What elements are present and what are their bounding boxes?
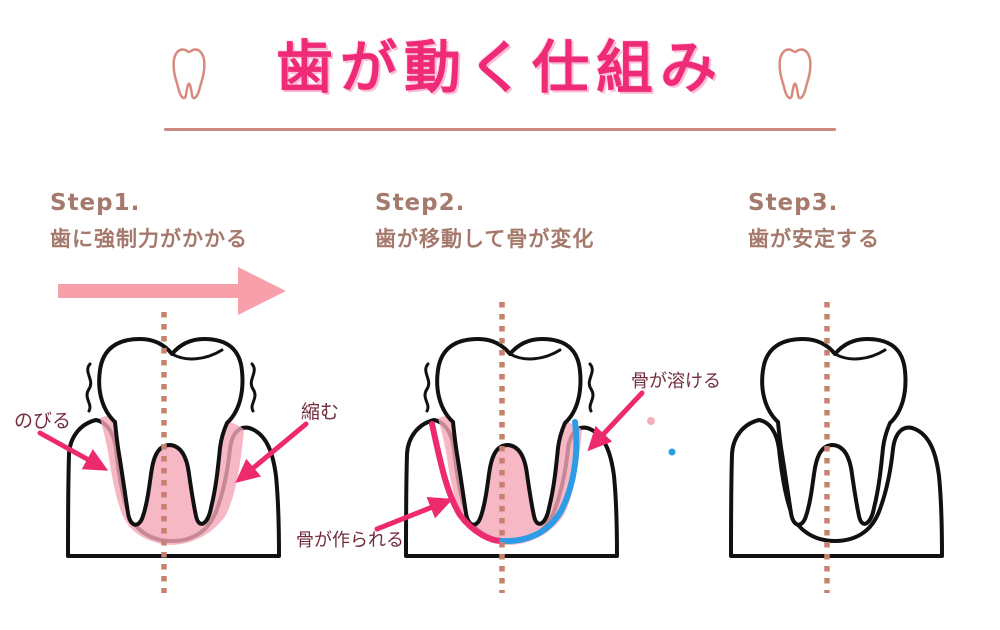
step3-caption: 歯が安定する — [748, 227, 880, 251]
bone-dissolves-pointer-arrow — [587, 390, 645, 452]
label-stretch: のびる — [14, 410, 72, 432]
tooth-diagrams — [37, 267, 944, 593]
tooth-icon — [778, 48, 812, 100]
step2-heading: Step2. 歯が移動して骨が変化 — [375, 190, 594, 253]
tooth-diagram-step3 — [729, 302, 944, 593]
bone-created-curve — [429, 421, 504, 544]
bone-dissolving-curve — [499, 419, 580, 545]
step3-heading: Step3. 歯が安定する — [748, 190, 880, 253]
step2-number: Step2. — [375, 190, 466, 216]
pink-dot — [647, 417, 655, 425]
tooth-icon — [172, 48, 206, 100]
blue-dot — [668, 448, 676, 456]
tooth-diagram-step2 — [404, 302, 619, 593]
shrink-pointer-arrow — [235, 421, 309, 483]
force-arrow — [58, 267, 286, 315]
step3-number: Step3. — [748, 190, 839, 216]
bone-created-pointer-arrow — [374, 496, 454, 532]
label-shrink: 縮む — [301, 401, 340, 423]
label-bone-created: 骨が作られる — [296, 530, 404, 551]
stretch-pointer-arrow — [37, 430, 109, 471]
tooth-diagram-step1 — [66, 312, 281, 593]
label-bone-dissolves: 骨が溶ける — [631, 371, 721, 392]
page-title: 歯が動く仕組み — [276, 35, 724, 101]
title-underline — [164, 128, 836, 131]
step1-number: Step1. — [50, 190, 141, 216]
step1-caption: 歯に強制力がかかる — [50, 227, 248, 251]
step1-heading: Step1. 歯に強制力がかかる — [50, 190, 248, 253]
step2-caption: 歯が移動して骨が変化 — [375, 227, 595, 251]
